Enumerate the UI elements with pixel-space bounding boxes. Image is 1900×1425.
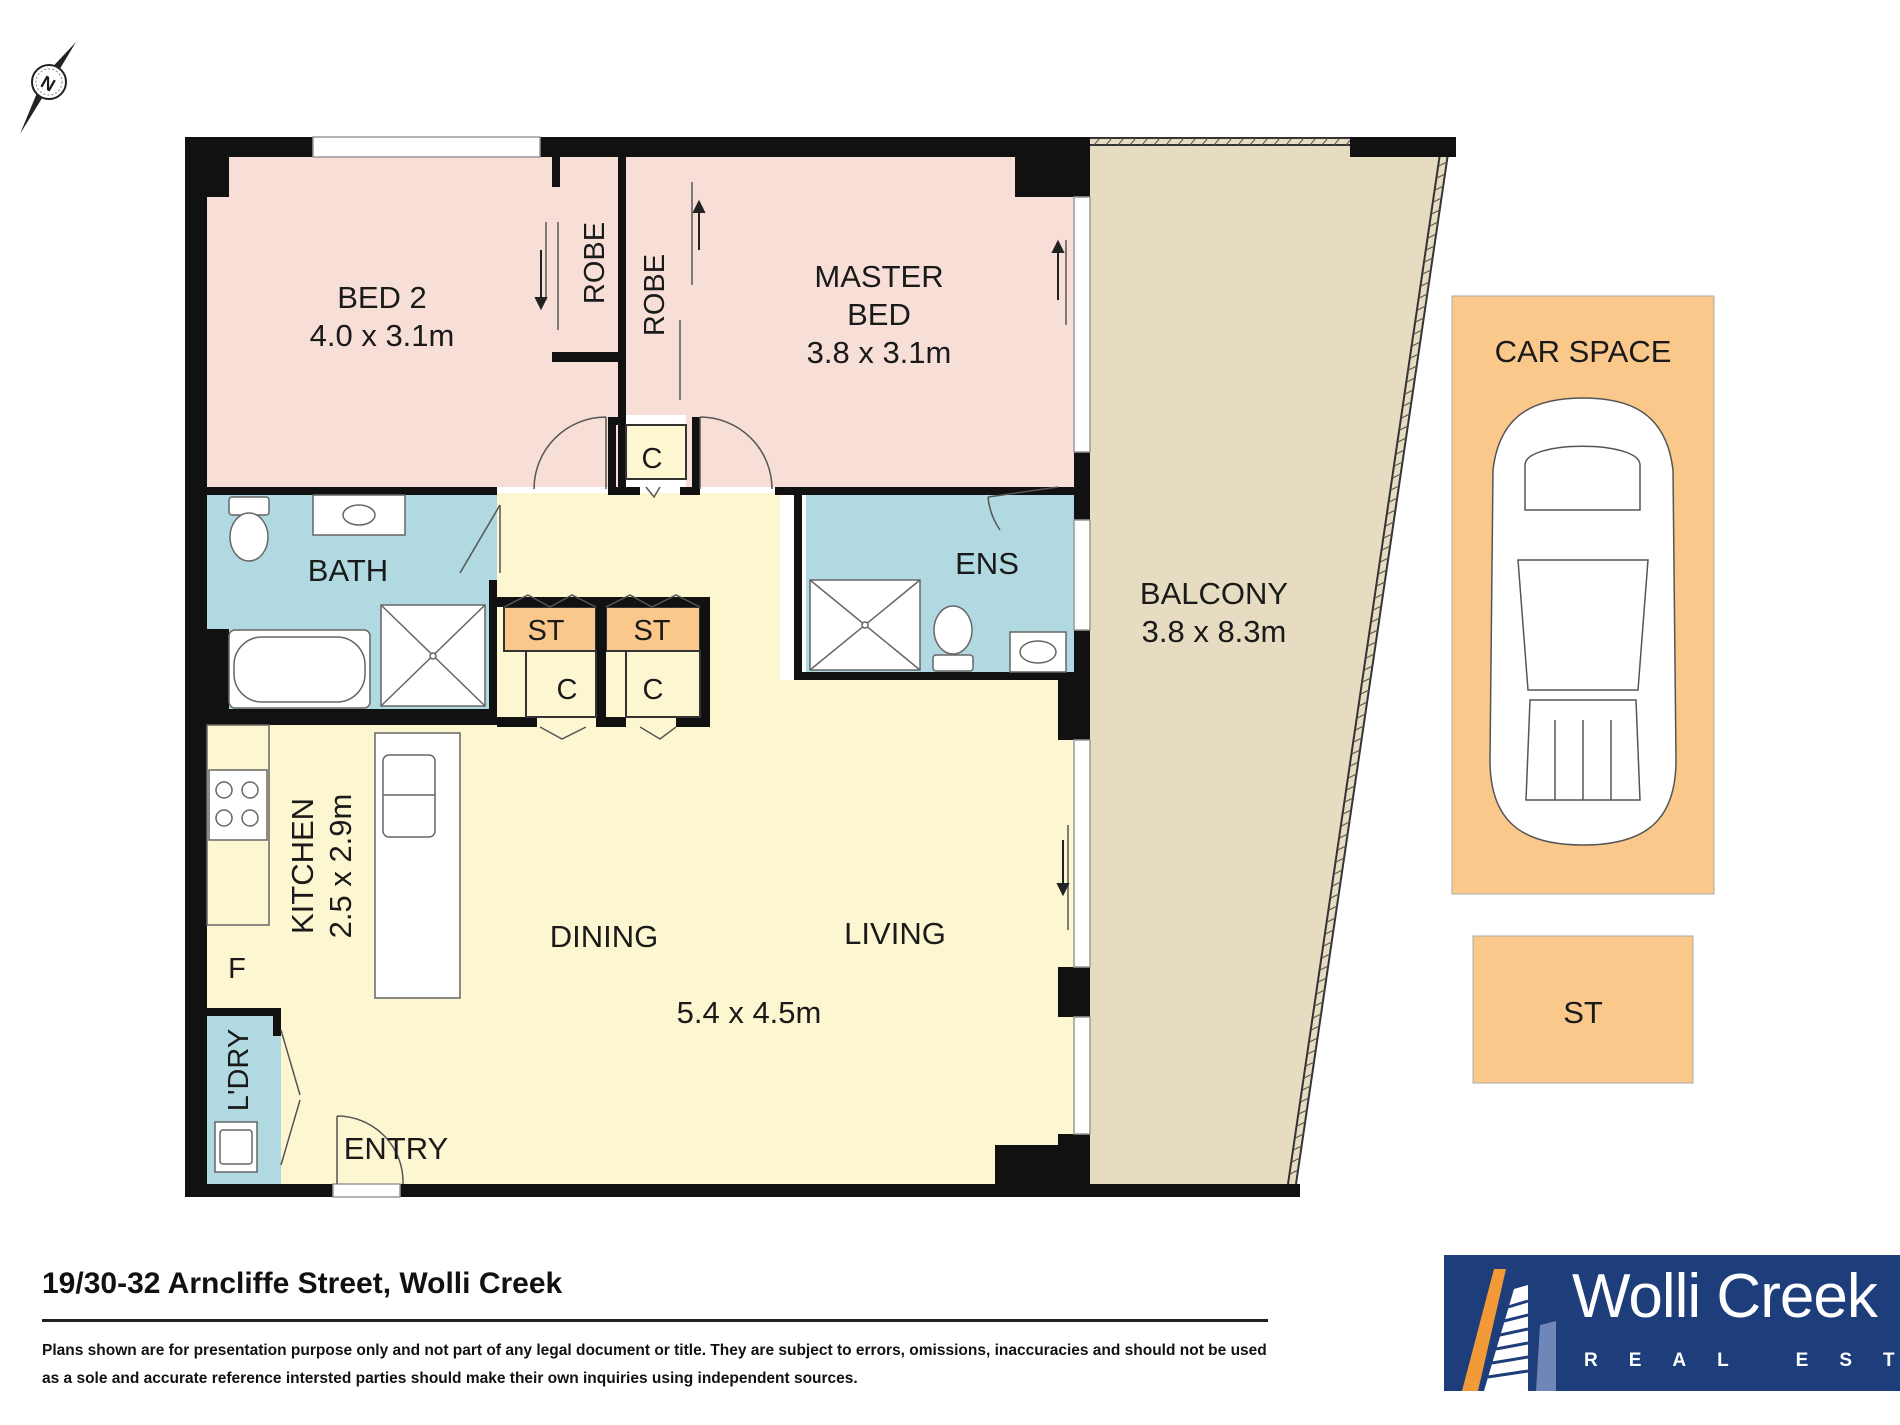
logo-subtitle: REAL ESTATE [1584, 1350, 1900, 1371]
laundry-label: L'DRY [223, 1029, 255, 1111]
property-address: 19/30-32 Arncliffe Street, Wolli Creek [42, 1267, 563, 1300]
bathtub-icon [228, 629, 371, 709]
robe-left-floor [552, 157, 618, 362]
basin-icon [312, 494, 406, 536]
bed2-size: 4.0 x 3.1m [310, 318, 455, 353]
agency-logo: Wolli Creek REAL ESTATE [1444, 1255, 1900, 1391]
kitchen-island [374, 732, 461, 999]
arrows [534, 199, 1070, 897]
cupboard1-label: C [557, 674, 578, 706]
fridge-label: F [228, 953, 246, 985]
kitchen-size: 2.5 x 2.9m [323, 794, 358, 939]
living-size: 5.4 x 4.5m [677, 995, 822, 1030]
bed2-floor [207, 157, 619, 487]
laundry-tub-icon [214, 1121, 258, 1173]
kitchen-name: KITCHEN [285, 798, 320, 934]
master-name-1: MASTER [814, 259, 943, 294]
fixtures [206, 494, 1067, 1173]
doors [280, 182, 1069, 1185]
car-icon [1489, 397, 1677, 846]
cupboards [525, 424, 701, 718]
room-labels: BED 2 4.0 x 3.1m ROBE ROBE MASTER BED 3.… [223, 222, 1671, 1166]
windows [312, 136, 1091, 1198]
ens-label: ENS [955, 546, 1019, 581]
balcony-rail-hatch [1093, 137, 1449, 1175]
toilet-icon [228, 496, 270, 562]
robe-left-label: ROBE [579, 222, 611, 304]
disclaimer-text: Plans shown are for presentation purpose… [42, 1342, 1267, 1387]
cupboard2-label: C [643, 674, 664, 706]
footer-divider [42, 1319, 1268, 1322]
ens-toilet-icon [932, 605, 974, 672]
robe-right-label: ROBE [639, 254, 671, 336]
ens-basin-icon [1009, 631, 1067, 673]
kitchen-bench [206, 724, 270, 926]
bed2-name: BED 2 [337, 280, 427, 315]
cupboard-top-label: C [642, 443, 663, 475]
car-space-label: CAR SPACE [1495, 334, 1672, 369]
store-ext-floor [1472, 935, 1694, 1084]
robe-right-floor [626, 157, 686, 415]
entry-label: ENTRY [344, 1131, 449, 1166]
dining-label: DINING [550, 919, 659, 954]
store2-label: ST [633, 615, 670, 647]
cooktop-icon [208, 769, 268, 841]
master-floor [686, 157, 1074, 487]
living-floor [207, 493, 1074, 1184]
building-logo-icon [1462, 1269, 1556, 1391]
balcony-name: BALCONY [1140, 576, 1288, 611]
balcony-size: 3.8 x 8.3m [1142, 614, 1287, 649]
store-ext-label: ST [1563, 995, 1603, 1030]
walls [185, 137, 1456, 1197]
logo-name: Wolli Creek [1572, 1262, 1878, 1331]
ens-shower-icon [809, 579, 921, 671]
master-size: 3.8 x 3.1m [807, 335, 952, 370]
compass-icon: N [20, 42, 76, 134]
bath-label: BATH [308, 553, 388, 588]
shower-icon [380, 604, 486, 707]
store1-label: ST [527, 615, 564, 647]
balcony-floor [1090, 138, 1450, 1184]
master-name-2: BED [847, 297, 911, 332]
living-label: LIVING [844, 916, 946, 951]
